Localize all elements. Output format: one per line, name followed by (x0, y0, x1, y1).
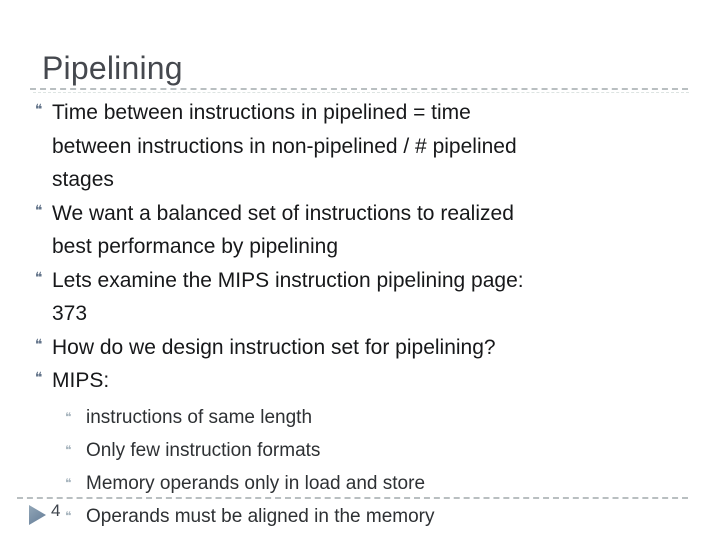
bullet-line: We want a balanced set of instructions t… (52, 201, 514, 225)
bullet-line: stages (52, 168, 114, 191)
quote-bullet-icon: ❝ (35, 202, 43, 219)
sub-bullet-text: Operands must be aligned in the memory (86, 505, 435, 527)
bullet-item-1: ❝ Time between instructions in pipelined… (35, 96, 696, 197)
bullet-line: best performance by pipelining (52, 235, 339, 258)
bullet-line: 373 (52, 302, 88, 325)
quote-bullet-icon: ❝ (35, 336, 43, 353)
quote-bullet-icon: ❝ (35, 370, 43, 386)
bullet-line: MIPS: (52, 369, 110, 392)
bullet-item-5: ❝ MIPS: (35, 364, 696, 398)
quote-bullet-icon: ❝ (65, 410, 72, 424)
sub-bullet-item-1: ❝ instructions of same length (65, 402, 685, 435)
bullet-line: between instructions in non-pipelined / … (52, 134, 517, 158)
page-number: 4 (51, 501, 61, 520)
bullet-list: ❝ Time between instructions in pipelined… (35, 96, 696, 398)
title-divider (30, 88, 688, 90)
sub-bullet-item-4: ❝ Operands must be aligned in the memory (65, 501, 685, 534)
bullet-line: How do we design instruction set for pip… (52, 335, 496, 359)
sub-bullet-item-2: ❝ Only few instruction formats (65, 435, 685, 468)
advance-arrow-icon (29, 505, 46, 525)
sub-bullet-item-3: ❝ Memory operands only in load and store (65, 468, 685, 501)
title-divider-shadow (33, 92, 689, 93)
slide-title: Pipelining (42, 50, 183, 86)
footer-divider (17, 497, 688, 499)
sub-bullet-text: instructions of same length (86, 407, 313, 428)
bullet-item-4: ❝ How do we design instruction set for p… (35, 331, 696, 365)
sub-bullet-text: Only few instruction formats (86, 439, 321, 461)
quote-bullet-icon: ❝ (35, 269, 43, 286)
quote-bullet-icon: ❝ (65, 475, 72, 490)
bullet-item-3: ❝ Lets examine the MIPS instruction pipe… (35, 264, 696, 331)
quote-bullet-icon: ❝ (65, 442, 72, 457)
sub-bullet-list: ❝ instructions of same length ❝ Only few… (65, 402, 685, 534)
sub-bullet-text: Memory operands only in load and store (86, 472, 426, 494)
quote-bullet-icon: ❝ (35, 102, 43, 118)
bullet-item-2: ❝ We want a balanced set of instructions… (35, 197, 696, 264)
bullet-line: Lets examine the MIPS instruction pipeli… (52, 268, 524, 292)
quote-bullet-icon: ❝ (65, 508, 72, 523)
bullet-line: Time between instructions in pipelined =… (52, 101, 471, 124)
